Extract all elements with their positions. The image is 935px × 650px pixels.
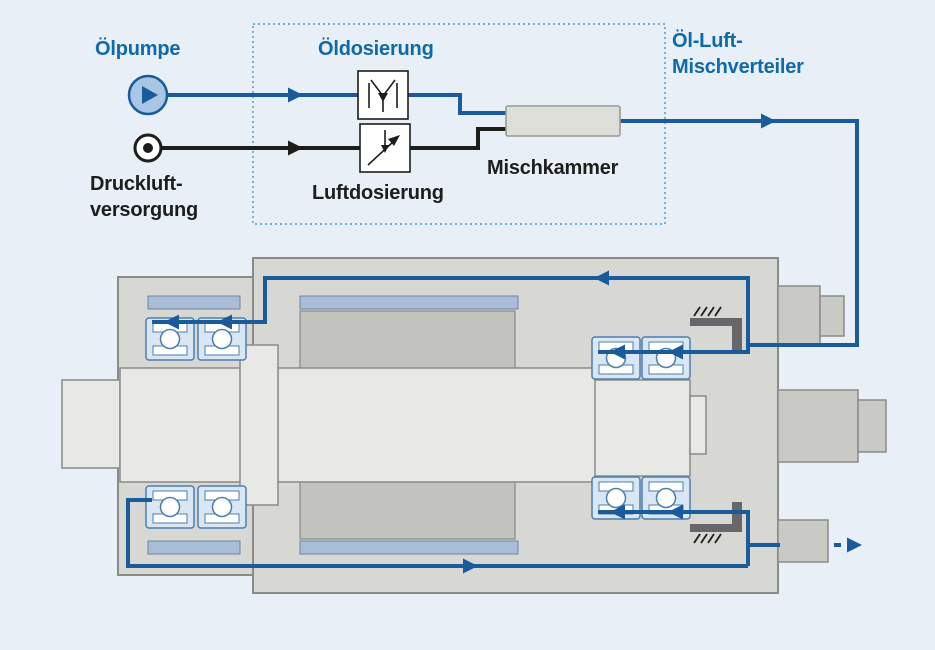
winding-bar-front-bottom xyxy=(147,540,241,555)
oil-air-distributor-label-line1: Öl-Luft- xyxy=(672,29,743,52)
shaft-rear-end xyxy=(777,389,859,463)
flow-arrow-icon xyxy=(610,504,625,520)
shaft-rear-section xyxy=(594,379,691,477)
air-supply-label-line1: Druckluft- xyxy=(90,173,182,195)
flow-arrow-icon xyxy=(610,344,625,360)
air-dosing-label: Luftdosierung xyxy=(312,182,444,204)
winding-bar-motor-bottom xyxy=(299,540,519,555)
flow-arrow-icon xyxy=(288,87,303,103)
air-valve-arrowhead-diagonal xyxy=(388,135,400,146)
shaft-front-section xyxy=(119,367,256,483)
flow-arrow-icon xyxy=(847,537,862,553)
air-pipe-valve-to-chamber xyxy=(410,127,506,150)
oil-dosing-label: Öldosierung xyxy=(318,37,434,60)
motor-stator-top xyxy=(299,310,516,370)
labyrinth-seal-top xyxy=(690,318,742,350)
housing-rear-block-top xyxy=(777,285,821,345)
flow-arrow-icon xyxy=(668,504,683,520)
seal-hatch-top-icon xyxy=(693,306,722,317)
dosing-unit-outline xyxy=(252,23,666,225)
winding-bar-front-top xyxy=(147,295,241,310)
flow-arrow-icon xyxy=(164,314,179,330)
bearing-front-bottom-1 xyxy=(145,485,195,529)
mixing-chamber-label: Mischkammer xyxy=(487,157,619,179)
air-valve-arrowhead-down xyxy=(381,145,389,153)
return-pipe-rear-bottom xyxy=(598,510,750,566)
flow-arrow-icon xyxy=(594,270,609,286)
housing-rear-block-top-small xyxy=(819,295,845,337)
housing-rear-block-bottom xyxy=(777,519,829,563)
shaft-rear-end-tip xyxy=(857,399,887,453)
bearing-front-bottom-2 xyxy=(197,485,247,529)
shaft-rotor-section xyxy=(277,367,599,483)
air-supply-label-line2: versorgung xyxy=(90,199,198,221)
oil-pump-label: Ölpumpe xyxy=(95,37,180,60)
oil-air-distributor-label-line2: Mischverteiler xyxy=(672,56,804,78)
seal-hatch-bottom-icon xyxy=(693,533,722,544)
spindle-assembly xyxy=(61,257,887,594)
oil-pump-icon xyxy=(127,74,169,116)
return-pipe-bottom xyxy=(126,498,748,568)
compressed-air-icon xyxy=(133,133,163,163)
oil-pipe-valve-to-chamber xyxy=(408,93,506,115)
air-valve-symbol xyxy=(367,130,395,166)
air-metering-valve-icon xyxy=(359,123,411,173)
oil-valve-arrowhead xyxy=(378,93,388,102)
flow-arrow-icon xyxy=(463,558,478,574)
flow-arrow-icon xyxy=(668,344,683,360)
flow-arrow-icon xyxy=(761,113,776,129)
mixed-pipe-main xyxy=(620,119,859,347)
flow-arrow-icon xyxy=(217,314,232,330)
flow-arrow-icon xyxy=(288,140,303,156)
shaft-step-ring xyxy=(689,395,707,455)
winding-bar-motor-top xyxy=(299,295,519,310)
piping xyxy=(126,87,862,574)
mixing-chamber-block xyxy=(505,105,621,137)
shaft-front-stub xyxy=(61,379,121,469)
shaft-flange xyxy=(239,344,279,506)
motor-stator-bottom xyxy=(299,480,516,540)
bearing-rear-top-1 xyxy=(591,336,641,380)
labyrinth-seal-bottom xyxy=(690,502,742,532)
pump-direction-triangle xyxy=(142,86,158,104)
mixed-pipe-rear-top-feed xyxy=(598,345,750,354)
oil-metering-valve-icon xyxy=(357,70,409,120)
air-supply-dot xyxy=(143,143,153,153)
